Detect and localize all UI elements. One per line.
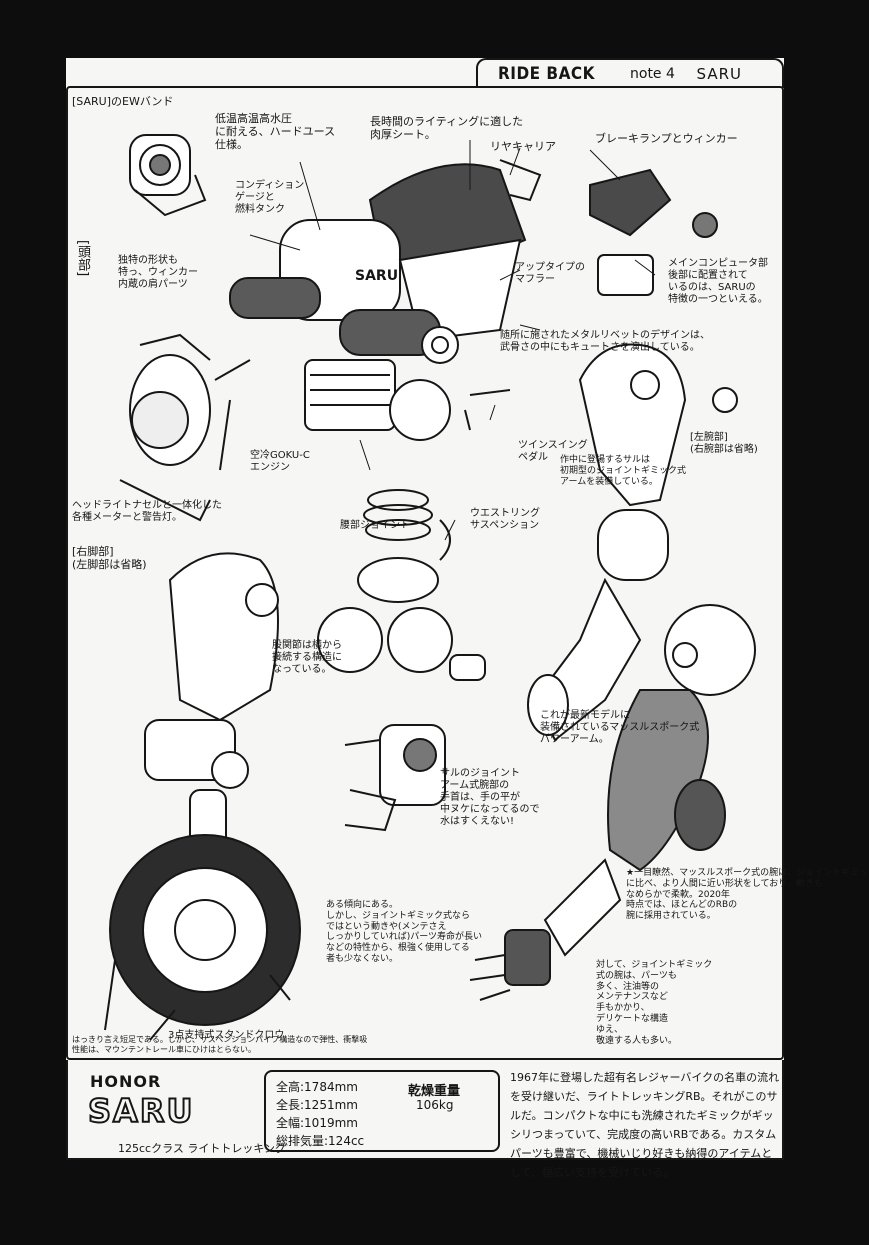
label-long-seat: 長時間のライティングに適した 肉厚シート。 [370, 115, 524, 142]
tank-logo: SARU [355, 268, 398, 284]
spec-height: 全高:1784mm [276, 1080, 358, 1094]
header-name: SARU [696, 65, 742, 83]
label-rivet-design: 随所に施されたメタルリベットのデザインは、 武骨さの中にもキュートさを演出してい… [500, 330, 710, 353]
power-arm-drawing [469, 604, 756, 1001]
label-main-computer: メインコンピュータ部 後部に配置されて いるのは、SARUの 特徴の一つといえる… [668, 258, 768, 305]
spec-width: 全幅:1019mm [276, 1116, 358, 1130]
label-left-arm: [左腕部] (右腕部は省略) [690, 432, 758, 455]
label-twin-swing: ツインスイング ペダル [518, 440, 588, 463]
dry-weight-value: 106kg [416, 1098, 454, 1112]
label-up-muffler: アップタイプの マフラー [515, 262, 585, 285]
brake-lamp-drawing [589, 168, 718, 296]
class-label: 125ccクラス ライトトレッキング [118, 1142, 287, 1155]
label-old-tendency: ある傾向にある。 しかし、ジョイントギミック式なら ではという動きや(メンテさえ… [326, 900, 483, 964]
spec-footer: HONOR SARU 125ccクラス ライトトレッキング 全高:1784mm … [66, 1060, 784, 1179]
label-ew-band: [SARU]のEWバンド [72, 95, 174, 108]
label-condition-gauge: コンディション ゲージと 燃料タンク [235, 180, 305, 215]
waist-drawing [317, 489, 486, 681]
label-hard-use: 低温高温高水圧 に耐える、ハードユース 仕様。 [215, 112, 336, 152]
hand-drawing [344, 724, 446, 832]
label-waist: 腰部ジョイント [340, 520, 410, 531]
illustration-frame [66, 86, 784, 1060]
head-drawing [119, 333, 251, 522]
label-unique-shape: 独特の形状も 特っ、ウィンカー 内蔵の肩パーツ [118, 255, 198, 290]
dry-weight-label: 乾燥重量 [408, 1084, 461, 1099]
honor-label: HONOR [90, 1072, 162, 1091]
label-right-leg: [右脚部] (左脚部は省略) [72, 545, 147, 572]
header-note: note 4 [630, 66, 675, 82]
label-leg-note: はっきり言え短足である。しかし、サスペンションパイプ構造なので弾性、衝撃吸 性能… [72, 1035, 368, 1054]
label-first-model: 作中に登場するサルは 初期型のジョイントギミック式 アームを装備している。 [560, 455, 687, 487]
left-arm-drawing [527, 343, 738, 742]
spec-displacement: 総排気量:124cc [276, 1134, 365, 1148]
label-joint-gimmick: 対して、ジョイントギミック 式の腕は、パーツも 多く、注油等の メンテナンスなど… [596, 960, 713, 1046]
label-head: [頭部] [74, 240, 90, 277]
header-title: RIDE BACK [498, 64, 596, 84]
label-comparison: ★一目瞭然、マッスルスポーク式の腕は、ジョイントギミック式 に比べ、より人間に近… [626, 868, 869, 922]
label-muscle-spoke: これが最新モデルに 装備されているマッスルスポーク式 パワーアーム。 [540, 710, 700, 745]
label-headlight: ヘッドライトナセルと一体化した 各種メーターと警告灯。 [72, 500, 222, 523]
bike-body-drawing: SARU [229, 159, 542, 441]
label-joint-arm: サルのジョイント アーム式腕部の 手首は、手の平が 中ヌケになってるので 水はす… [440, 768, 540, 827]
label-brake-lamp: ブレーキランプとウィンカー [595, 132, 738, 145]
label-stand: 3点支持式スタンドクロウ [168, 1030, 285, 1041]
header-tab: RIDE BACK note 4 SARU [476, 58, 784, 88]
model-logo: SARU [87, 1091, 195, 1131]
label-rear-carrier: リヤキャリア [490, 140, 556, 153]
spec-length: 全長:1251mm [276, 1098, 358, 1112]
model-description: 1967年に登場した超有名レジャーバイクの名車の流れを受け継いだ、ライトトレッキ… [510, 1071, 780, 1179]
label-waist-sus: ウエストリング サスペンション [470, 508, 540, 531]
label-air-cooled: 空冷GOKU-C エンジン [250, 450, 310, 473]
label-hip-joint: 股関節は横から 接続する構造に なっている。 [272, 640, 342, 675]
leg-drawing [104, 552, 301, 1041]
spec-box: 全高:1784mm 全長:1251mm 全幅:1019mm 総排気量:124cc… [264, 1070, 500, 1152]
ew-band-watch-drawing [129, 134, 207, 217]
